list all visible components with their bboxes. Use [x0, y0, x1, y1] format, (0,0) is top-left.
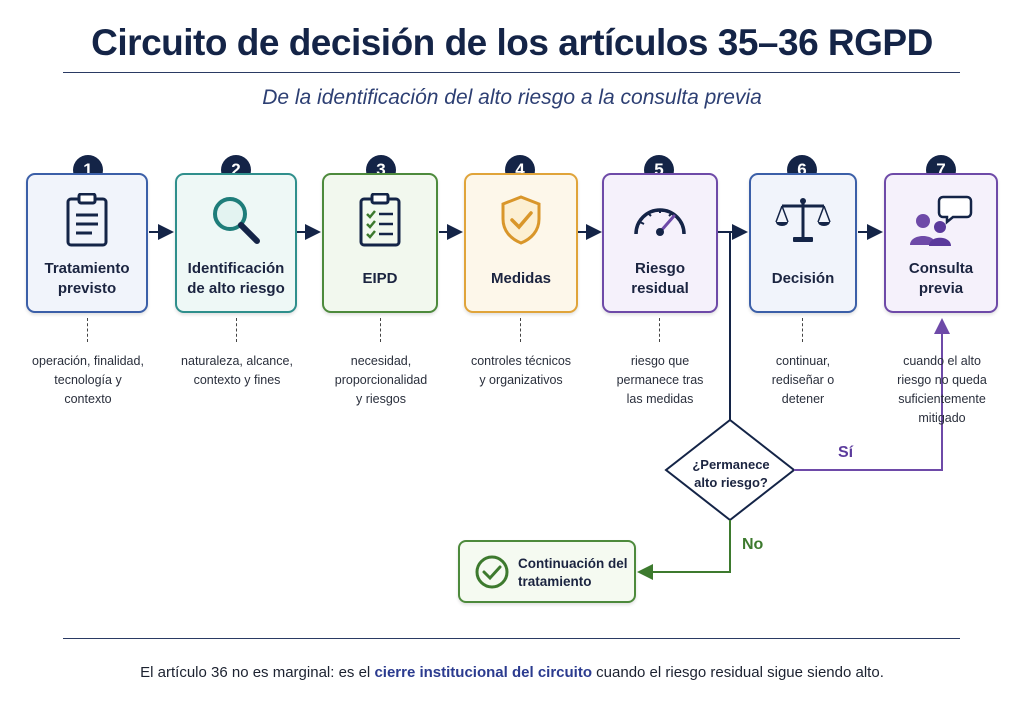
step-3-dash [380, 318, 381, 342]
step-4-dash [520, 318, 521, 342]
footer-note: El artículo 36 no es marginal: es el cie… [140, 664, 884, 681]
no-path [637, 520, 731, 580]
step-5-dash [659, 318, 660, 342]
yes-label: Sí [838, 444, 854, 461]
page-title: Circuito de decisión de los artículos 35… [91, 22, 933, 63]
yes-path [794, 318, 950, 471]
step-4-card[interactable]: Medidas [464, 173, 578, 313]
shield-check-icon [466, 191, 576, 249]
clipboard-icon [28, 191, 146, 249]
magnifier-icon [177, 191, 295, 249]
step-4-label: Medidas [490, 270, 551, 287]
checklist-icon [324, 191, 436, 249]
page-subtitle: De la identificación del alto riesgo a l… [262, 86, 762, 109]
step-1-dash [87, 318, 88, 342]
step-6-label: Decisión [771, 270, 835, 287]
check-circle-icon [474, 554, 510, 595]
people-chat-icon [886, 191, 996, 249]
step-6-card[interactable]: Decisión [749, 173, 857, 313]
step-3-card[interactable]: EIPD [322, 173, 438, 313]
step-6-dash [802, 318, 803, 342]
step-2-description: naturaleza, alcance,contexto y fines [181, 354, 293, 387]
title-divider [63, 72, 960, 73]
no-label: No [742, 536, 764, 553]
step-3-label: EIPD [362, 270, 398, 287]
gauge-icon [604, 191, 716, 249]
footer-divider [63, 638, 960, 639]
step-2-dash [236, 318, 237, 342]
scales-icon [751, 191, 855, 249]
